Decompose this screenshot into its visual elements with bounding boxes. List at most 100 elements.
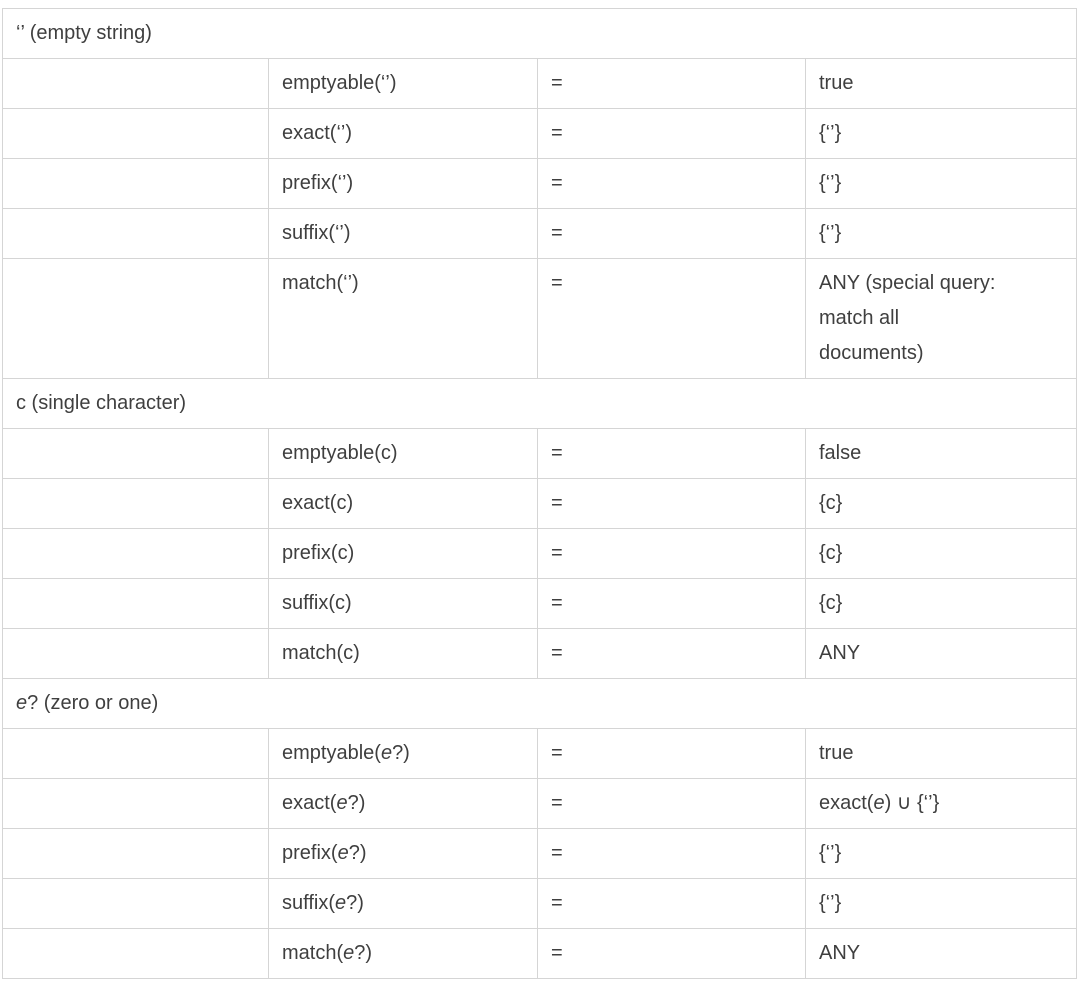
function-var: e xyxy=(343,942,355,964)
section-header-text: c (single character) xyxy=(16,392,187,414)
function-cell: prefix(c) xyxy=(268,528,538,579)
value-text: exact( xyxy=(819,792,874,814)
equals-cell: = xyxy=(537,928,806,979)
function-cell: prefix(e?) xyxy=(268,828,538,879)
function-cell: exact(c) xyxy=(268,478,538,529)
function-var: e xyxy=(334,892,347,914)
equals-cell: = xyxy=(537,578,806,629)
value-cell: ANY (special query: match all documents) xyxy=(804,258,1078,379)
section-header-cell: e? (zero or one) xyxy=(1,678,1078,729)
indent-cell xyxy=(2,158,269,209)
value-text: {c} xyxy=(819,492,843,514)
value-text: {‘’} xyxy=(819,842,842,864)
value-text: false xyxy=(819,442,862,464)
equals-cell: = xyxy=(537,58,806,109)
function-text: match(c) xyxy=(282,642,360,664)
function-text-post: ?) xyxy=(347,792,366,814)
table-row: match(c) = ANY xyxy=(2,628,1078,679)
section-header-cell: ‘’ (empty string) xyxy=(1,8,1078,59)
function-cell: match(‘’) xyxy=(268,258,538,379)
indent-cell xyxy=(2,728,269,779)
table-row: suffix(e?) = {‘’} xyxy=(2,878,1078,929)
function-text: emptyable(‘’) xyxy=(282,72,397,94)
value-text: {c} xyxy=(819,592,843,614)
value-cell: {‘’} xyxy=(804,108,1078,159)
indent-cell xyxy=(2,258,269,379)
value-cell: {‘’} xyxy=(804,208,1078,259)
value-cell: ANY xyxy=(804,628,1078,679)
table-row: exact(‘’) = {‘’} xyxy=(2,108,1078,159)
section-header-row: c (single character) xyxy=(1,378,1078,429)
function-var: e xyxy=(336,792,348,814)
value-text: ANY (special query: match all documents) xyxy=(819,272,996,364)
equals-cell: = xyxy=(537,528,806,579)
function-text-post: ?) xyxy=(354,942,373,964)
table-row: prefix(e?) = {‘’} xyxy=(2,828,1078,879)
function-text: exact(‘’) xyxy=(282,122,353,144)
value-text: {c} xyxy=(819,542,843,564)
regex-analysis-table: ‘’ (empty string) emptyable(‘’) = true e… xyxy=(1,8,1078,979)
function-text: exact(c) xyxy=(282,492,354,514)
section-header-row: ‘’ (empty string) xyxy=(1,8,1078,59)
equals-cell: = xyxy=(537,108,806,159)
table-row: prefix(c) = {c} xyxy=(2,528,1078,579)
indent-cell xyxy=(2,528,269,579)
value-cell: {‘’} xyxy=(804,878,1078,929)
function-text: prefix( xyxy=(282,842,338,864)
function-cell: match(c) xyxy=(268,628,538,679)
indent-cell xyxy=(2,108,269,159)
function-cell: emptyable(‘’) xyxy=(268,58,538,109)
function-text: suffix(c) xyxy=(282,592,352,614)
indent-cell xyxy=(2,208,269,259)
value-text: {‘’} xyxy=(819,122,842,144)
value-text: {‘’} xyxy=(819,172,842,194)
indent-cell xyxy=(2,428,269,479)
indent-cell xyxy=(2,628,269,679)
table-row: emptyable(e?) = true xyxy=(2,728,1078,779)
section-header-row: e? (zero or one) xyxy=(1,678,1078,729)
equals-cell: = xyxy=(537,878,806,929)
value-cell: true xyxy=(804,58,1078,109)
function-text-post: ?) xyxy=(348,842,367,864)
value-cell: ANY xyxy=(804,928,1078,979)
table-row: emptyable(‘’) = true xyxy=(2,58,1078,109)
function-text: exact( xyxy=(282,792,337,814)
section-header-var: e xyxy=(16,692,28,714)
value-text: true xyxy=(819,742,854,764)
function-cell: emptyable(e?) xyxy=(268,728,538,779)
function-cell: match(e?) xyxy=(268,928,538,979)
value-text-post: ) ∪ {‘’} xyxy=(884,792,940,814)
indent-cell xyxy=(2,828,269,879)
table-row: exact(e?) = exact(e) ∪ {‘’} xyxy=(2,778,1078,829)
equals-cell: = xyxy=(537,428,806,479)
indent-cell xyxy=(2,928,269,979)
function-text: prefix(c) xyxy=(282,542,355,564)
table-row: suffix(‘’) = {‘’} xyxy=(2,208,1078,259)
equals-cell: = xyxy=(537,478,806,529)
table-row: emptyable(c) = false xyxy=(2,428,1078,479)
indent-cell xyxy=(2,778,269,829)
function-text: emptyable( xyxy=(282,742,381,764)
section-header-text: ? (zero or one) xyxy=(27,692,159,714)
value-cell: {c} xyxy=(804,478,1078,529)
function-text: match(‘’) xyxy=(282,272,359,294)
table-row: suffix(c) = {c} xyxy=(2,578,1078,629)
function-cell: suffix(c) xyxy=(268,578,538,629)
section-header-cell: c (single character) xyxy=(1,378,1078,429)
table-row: match(e?) = ANY xyxy=(2,928,1078,979)
equals-cell: = xyxy=(537,258,806,379)
indent-cell xyxy=(2,58,269,109)
function-var: e xyxy=(337,842,349,864)
equals-cell: = xyxy=(537,158,806,209)
function-cell: exact(e?) xyxy=(268,778,538,829)
value-text: ANY xyxy=(819,942,861,964)
table-row: exact(c) = {c} xyxy=(2,478,1078,529)
table-row: prefix(‘’) = {‘’} xyxy=(2,158,1078,209)
section-header-text: ‘’ (empty string) xyxy=(16,22,152,44)
value-text: ANY xyxy=(819,642,861,664)
value-cell: false xyxy=(804,428,1078,479)
value-cell: {‘’} xyxy=(804,158,1078,209)
value-cell: {c} xyxy=(804,578,1078,629)
function-cell: suffix(e?) xyxy=(268,878,538,929)
function-text: suffix(‘’) xyxy=(282,222,351,244)
